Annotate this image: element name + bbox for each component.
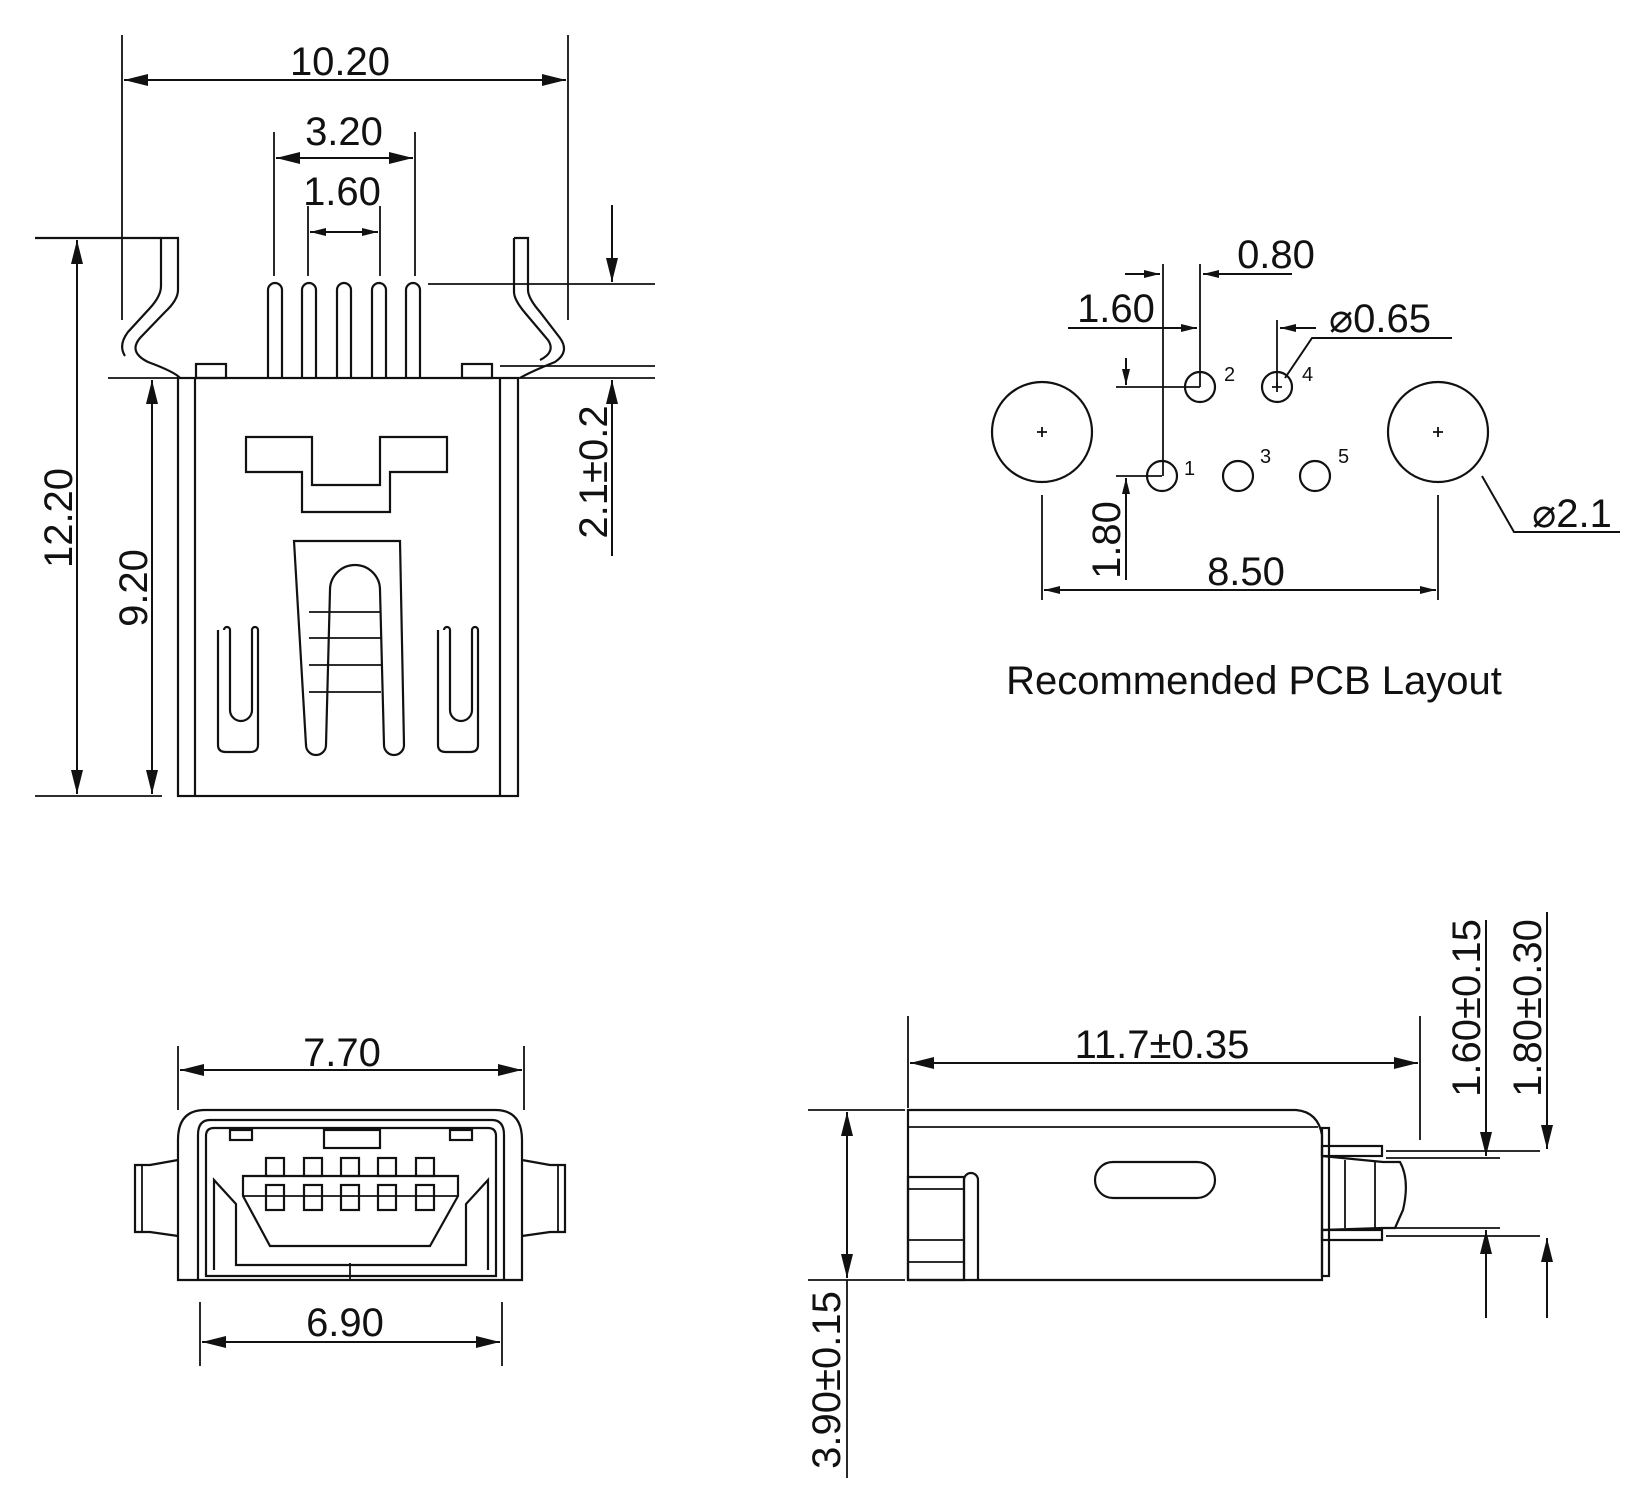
side-pin-bottom (1320, 1228, 1384, 1242)
dim-inner-width: 6.90 (306, 1301, 384, 1345)
dim-pin-row-a: 1.60±0.15 (1445, 919, 1489, 1097)
front-shell-cavity (212, 1177, 490, 1270)
pin-hole-5 (1298, 459, 1332, 493)
side-view: 11.7±0.35 3.90±0.15 1.60±0.15 (805, 912, 1553, 1478)
dim-row-to-row: 1.80 (1085, 501, 1129, 579)
pin-label-1: 1 (1184, 458, 1195, 480)
contact-pins (266, 281, 422, 378)
side-body (906, 1108, 1324, 1282)
leader-mount-hole-diameter (1481, 475, 1620, 533)
pin-label-2: 2 (1224, 364, 1235, 386)
leader-pin-hole-diameter (1284, 337, 1452, 379)
front-shell-outer (176, 1108, 524, 1282)
dim-outer-width: 7.70 (303, 1031, 381, 1075)
pcb-layout: 1 2 3 4 5 0.80 1.60 ⌀0.65 1.80 8.50 ⌀2.1… (990, 233, 1620, 703)
spring-tongue (292, 539, 406, 757)
side-slot (1093, 1160, 1217, 1200)
dim-row-offset: 1.60 (1077, 287, 1155, 331)
tab-right (460, 362, 494, 380)
left-mount-lead (35, 236, 181, 379)
connector-body (176, 376, 520, 798)
tab-left (194, 362, 228, 380)
pin-label-4: 4 (1302, 364, 1313, 386)
pin-label-5: 5 (1338, 446, 1349, 468)
side-pin-top (1320, 1144, 1384, 1158)
flange-left (133, 1158, 179, 1238)
dim-height: 3.90±0.15 (805, 1291, 849, 1469)
left-mount-lead-inner (121, 238, 163, 357)
right-clip (436, 625, 480, 754)
flange-right (521, 1158, 567, 1238)
contact-pads (264, 1156, 436, 1212)
front-shell-inner (196, 1118, 506, 1280)
latch-window (244, 435, 449, 514)
top-view: 10.20 3.20 1.60 (35, 35, 655, 798)
dim-pin-hole-diameter: ⌀0.65 (1329, 297, 1431, 341)
mount-hole-right (1386, 380, 1490, 484)
dim-pin-pitch: 0.80 (1237, 233, 1315, 277)
pcb-layout-caption: Recommended PCB Layout (1006, 659, 1502, 703)
pin-label-3: 3 (1260, 446, 1271, 468)
dim-length: 11.7±0.35 (1075, 1023, 1250, 1067)
dim-pin-row-b: 1.80±0.30 (1506, 919, 1550, 1097)
front-view: 7.70 6 (133, 1031, 567, 1366)
right-mount-lead (514, 236, 566, 379)
mount-hole-left (990, 380, 1094, 484)
dim-pin-pitch-pair: 1.60 (303, 170, 381, 214)
right-mount-lead-inner (512, 238, 552, 361)
dim-body-height: 9.20 (112, 549, 156, 627)
left-clip (216, 625, 260, 754)
dim-outer-pin-span: 3.20 (305, 110, 383, 154)
dim-mount-hole-span: 8.50 (1207, 550, 1285, 594)
dim-lead-length: 2.1±0.2 (572, 405, 616, 538)
dim-mount-hole-diameter: ⌀2.1 (1532, 492, 1612, 536)
dim-overall-height: 12.20 (37, 468, 81, 568)
dim-overall-width: 10.20 (290, 40, 390, 84)
pin-hole-3 (1221, 459, 1255, 493)
